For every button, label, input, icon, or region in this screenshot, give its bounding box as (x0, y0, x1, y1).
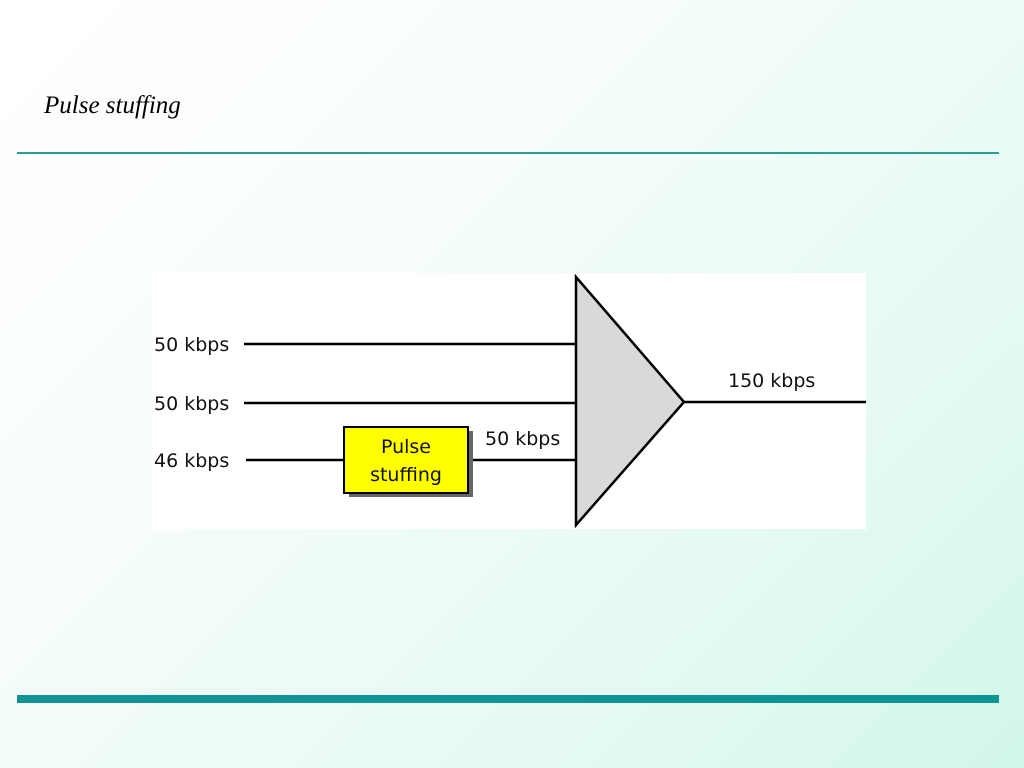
diagram-canvas: 50 kbps 50 kbps 46 kbps Pulse stuffing 5… (154, 273, 866, 529)
box-output-label: 50 kbps (485, 428, 560, 450)
input-label-1: 50 kbps (154, 334, 229, 356)
pulse-stuffing-box (343, 426, 469, 494)
title-divider (17, 152, 999, 154)
input-label-2: 50 kbps (154, 393, 229, 415)
footer-divider (17, 695, 999, 703)
box-label-line2: stuffing (370, 464, 442, 486)
multiplexer-triangle (574, 273, 686, 529)
output-label: 150 kbps (728, 370, 815, 392)
box-label-line1: Pulse (381, 436, 431, 458)
pulse-stuffing-diagram: 50 kbps 50 kbps 46 kbps Pulse stuffing 5… (152, 273, 866, 529)
input-label-3: 46 kbps (154, 450, 229, 472)
slide-title: Pulse stuffing (44, 92, 181, 119)
